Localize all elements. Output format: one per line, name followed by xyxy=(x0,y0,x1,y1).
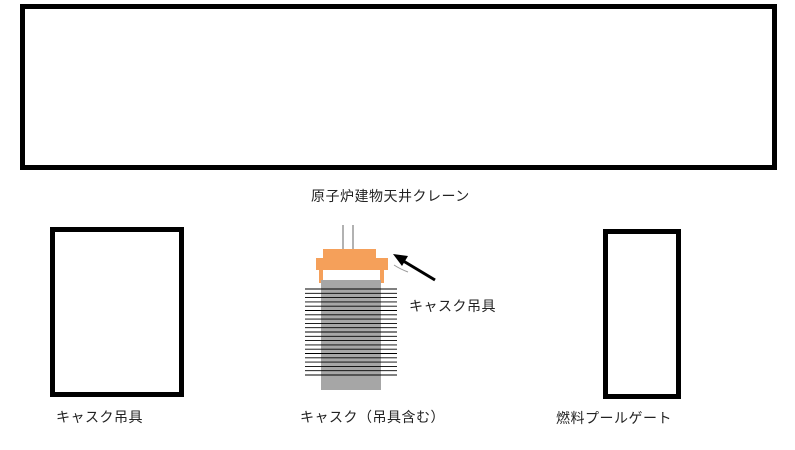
fuel-pool-gate-box xyxy=(603,229,681,399)
cask-lifter-label: キャスク吊具 xyxy=(56,410,143,426)
crane-box xyxy=(20,4,777,170)
pointer-arrow xyxy=(399,257,436,282)
arrow-head xyxy=(393,254,408,266)
cask-body xyxy=(321,280,381,390)
arrow-tail-hint xyxy=(393,264,409,273)
lifter-leg-right xyxy=(380,269,384,283)
cask-lifter-pointer-label: キャスク吊具 xyxy=(409,299,496,315)
lifter-bar xyxy=(316,258,388,270)
cask-label: キャスク（吊具含む） xyxy=(300,410,445,426)
cask-fins xyxy=(305,288,397,376)
cask-lifter-box xyxy=(50,227,184,397)
fuel-pool-gate-label: 燃料プールゲート xyxy=(556,411,672,427)
crane-label: 原子炉建物天井クレーン xyxy=(311,189,470,205)
lifter-leg-left xyxy=(319,269,323,283)
